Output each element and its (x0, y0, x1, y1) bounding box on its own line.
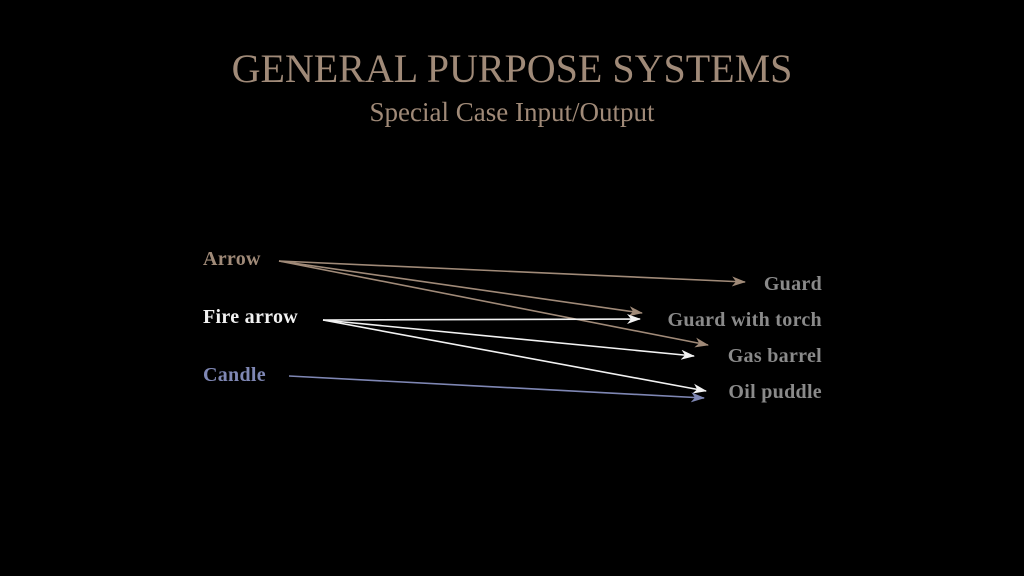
slide-title: GENERAL PURPOSE SYSTEMS (231, 46, 793, 91)
edge-arrow-to-gas (278, 260, 709, 348)
input-node-arrow: Arrow (203, 248, 261, 270)
input-node-fire-arrow: Fire arrow (203, 306, 299, 328)
output-node-gas-barrel: Gas barrel (727, 345, 822, 367)
output-node-guard: Guard (763, 273, 822, 295)
edge-candle-to-oil (288, 375, 705, 403)
edge-arrow-to-guard (278, 260, 746, 287)
slide-subtitle: Special Case Input/Output (369, 97, 655, 127)
edge-fire-to-torch (322, 314, 641, 325)
edge-fire-to-oil (322, 319, 707, 394)
output-node-oil-puddle: Oil puddle (728, 381, 822, 403)
edge-arrow-to-torch (278, 260, 643, 317)
edge-fire-to-gas (322, 319, 695, 360)
output-node-guard-with-torch: Guard with torch (667, 309, 822, 331)
input-node-candle: Candle (203, 364, 266, 386)
